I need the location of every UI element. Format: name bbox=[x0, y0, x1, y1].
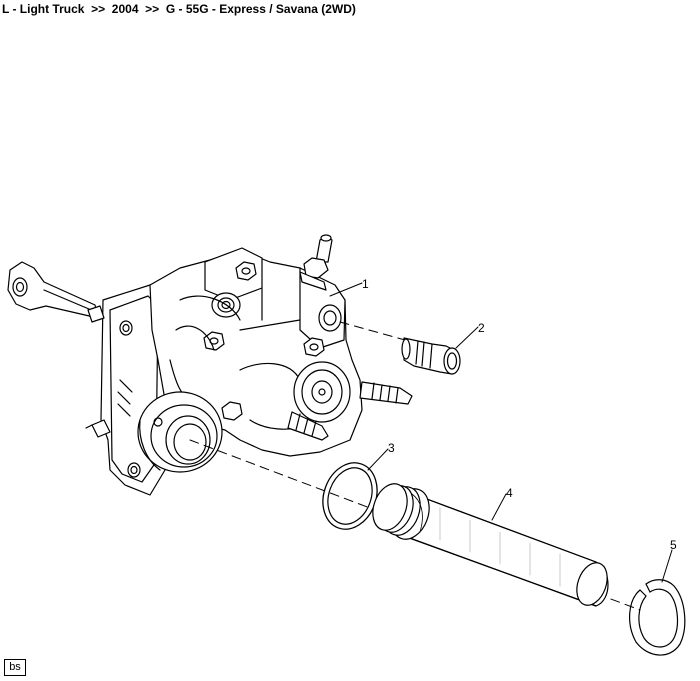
breadcrumb: L - Light Truck >> 2004 >> G - 55G - Exp… bbox=[2, 2, 356, 16]
callout-5: 5 bbox=[670, 538, 677, 552]
part-4-cylinder bbox=[372, 483, 609, 607]
callout-1: 1 bbox=[362, 277, 369, 291]
callout-2: 2 bbox=[478, 321, 485, 335]
callout-3: 3 bbox=[388, 441, 395, 455]
part-2-fitting bbox=[401, 337, 461, 375]
part-5-snap-ring bbox=[629, 579, 686, 656]
part-1-housing bbox=[7, 234, 413, 496]
callout-4: 4 bbox=[506, 486, 513, 500]
figure-code-badge: bs bbox=[4, 659, 26, 676]
